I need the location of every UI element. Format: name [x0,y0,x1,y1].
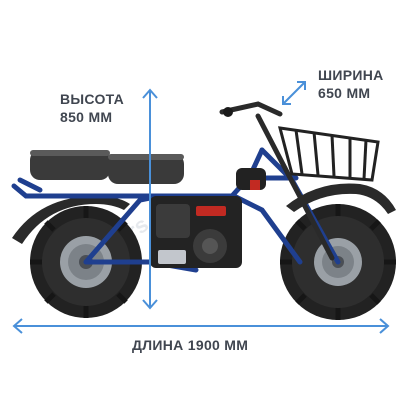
height-dimension-arrow [142,88,158,310]
length-label: ДЛИНА 1900 ММ [132,337,249,353]
engine [150,196,242,268]
width-value: 650 ММ [318,85,371,101]
height-label: ВЫСОТА 850 ММ [60,90,124,126]
handlebar-grip [223,107,233,117]
width-dimension-arrow [282,81,306,105]
width-label: ШИРИНА 650 ММ [318,66,384,102]
height-title: ВЫСОТА [60,91,125,107]
height-value: 850 ММ [60,109,113,125]
width-title: ШИРИНА [318,67,384,83]
front-fork [219,101,335,261]
tail-light [250,180,260,190]
rear-fender [12,196,130,244]
front-fender [286,183,396,214]
length-dimension-arrow [12,318,390,334]
seats [30,150,184,184]
front-rack [277,126,380,182]
